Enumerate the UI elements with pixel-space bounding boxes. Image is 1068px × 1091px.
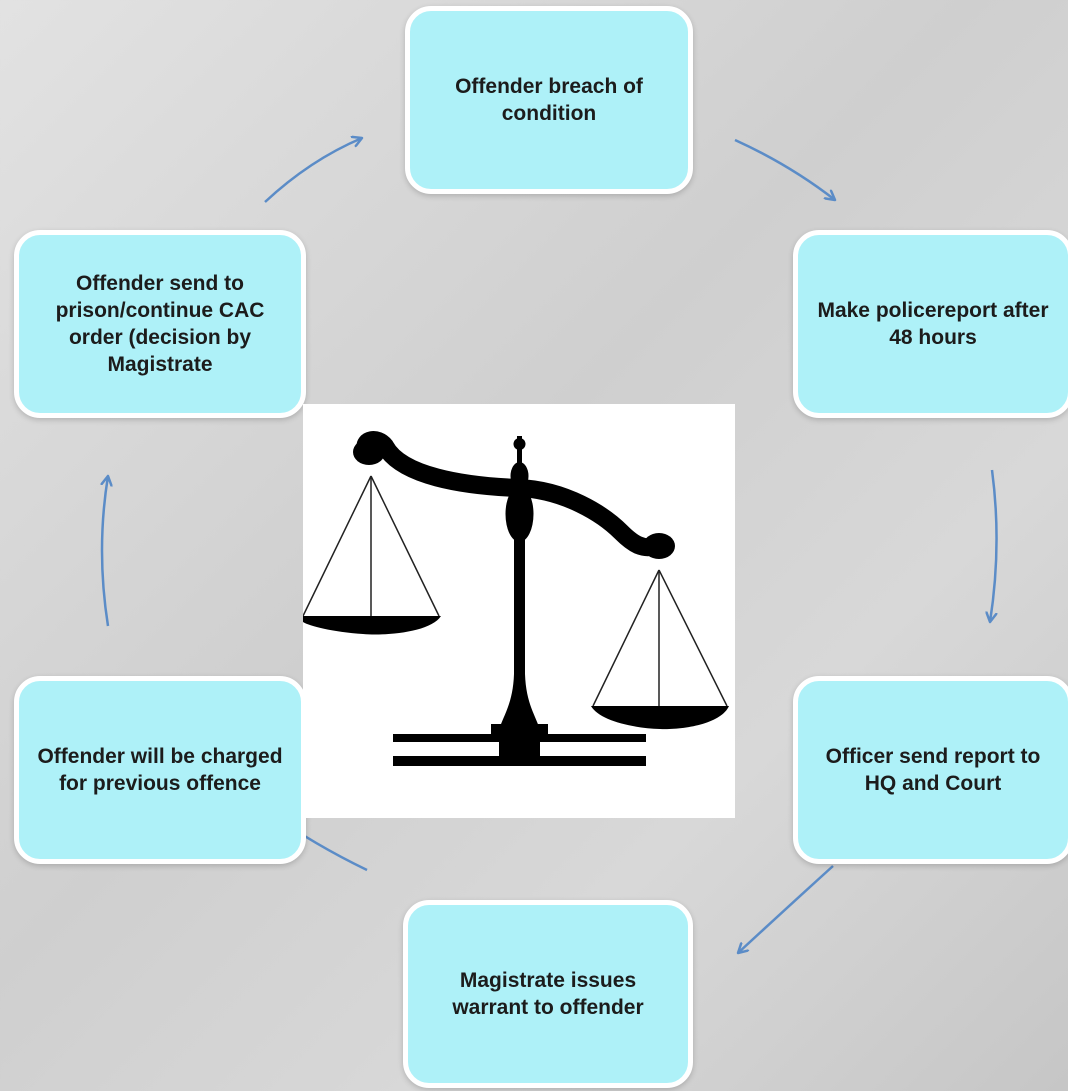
scales-of-justice-image: [302, 404, 735, 818]
step-decision-box: Offender send to prison/continue CAC ord…: [14, 230, 306, 418]
arrow-1-to-2: [734, 138, 835, 200]
step-decision-label: Offender send to prison/continue CAC ord…: [55, 272, 265, 376]
step-send-report-label: Officer send report to HQ and Court: [825, 745, 1041, 795]
step-warrant-label: Magistrate issues warrant to offender: [452, 969, 644, 1019]
scales-of-justice-icon: [302, 431, 729, 766]
step-send-report-box: Officer send report to HQ and Court: [793, 676, 1068, 864]
arrow-6-to-1: [264, 138, 362, 203]
arrow-5-to-6: [102, 476, 108, 627]
arrow-2-to-3: [990, 469, 998, 622]
step-breach-label: Offender breach of condition: [455, 75, 643, 125]
step-police-report-label: Make policereport after 48 hours: [817, 299, 1049, 349]
step-warrant-box: Magistrate issues warrant to offender: [403, 900, 693, 1088]
arrow-3-to-4: [738, 865, 834, 953]
step-breach-box: Offender breach of condition: [405, 6, 693, 194]
step-charged-label: Offender will be charged for previous of…: [37, 745, 283, 795]
step-police-report-box: Make policereport after 48 hours: [793, 230, 1068, 418]
step-charged-box: Offender will be charged for previous of…: [14, 676, 306, 864]
